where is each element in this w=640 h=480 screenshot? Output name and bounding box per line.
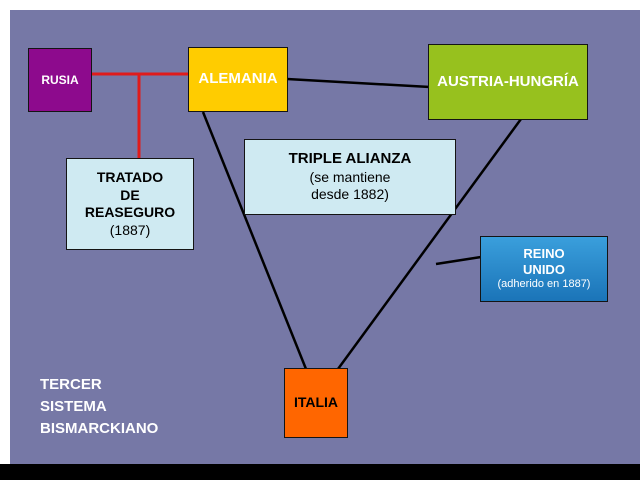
slide-border-left xyxy=(0,0,10,464)
tratado-line3: REASEGURO xyxy=(84,204,176,220)
node-alemania-label: ALEMANIA xyxy=(198,70,278,88)
triple-alianza-line3: desde 1882) xyxy=(311,186,389,203)
node-austria-hungria-label: AUSTRIA-HUNGRÍA xyxy=(437,72,579,90)
slide-border-top xyxy=(0,0,640,10)
line-alemania-italia xyxy=(201,111,308,370)
node-alemania: ALEMANIA xyxy=(188,47,288,112)
slide-caption: TERCER SISTEMA BISMARCKIANO xyxy=(40,374,158,439)
caption-line1: TERCER xyxy=(40,376,102,393)
node-rusia-label: RUSIA xyxy=(41,72,79,87)
node-tratado-reaseguro: TRATADO DE REASEGURO (1887) xyxy=(66,158,194,250)
reino-unido-line3: (adherido en 1887) xyxy=(497,278,591,291)
tratado-line2: DE xyxy=(120,186,140,203)
caption-line2: SISTEMA xyxy=(40,397,107,415)
tratado-line4: (1887) xyxy=(109,221,151,238)
node-italia: ITALIA xyxy=(284,368,348,438)
footer-bar xyxy=(0,464,640,480)
triple-alianza-line2: (se mantiene xyxy=(309,168,391,185)
node-reino-unido: REINO UNIDO (adherido en 1887) xyxy=(480,236,608,302)
reino-unido-line1: REINO xyxy=(523,245,565,261)
reino-unido-line2: UNIDO xyxy=(523,262,565,278)
caption-line3: BISMARCKIANO xyxy=(40,419,159,437)
tratado-line1: TRATADO xyxy=(96,169,164,185)
node-austria-hungria: AUSTRIA-HUNGRÍA xyxy=(428,44,588,120)
triple-alianza-title: TRIPLE ALIANZA xyxy=(288,150,412,168)
line-alemania-austria xyxy=(286,77,431,89)
node-triple-alianza: TRIPLE ALIANZA (se mantiene desde 1882) xyxy=(244,139,456,215)
line-to-reino-unido xyxy=(435,255,482,266)
line-austria-italia xyxy=(336,118,523,370)
node-rusia: RUSIA xyxy=(28,48,92,112)
node-italia-label: ITALIA xyxy=(293,394,339,411)
